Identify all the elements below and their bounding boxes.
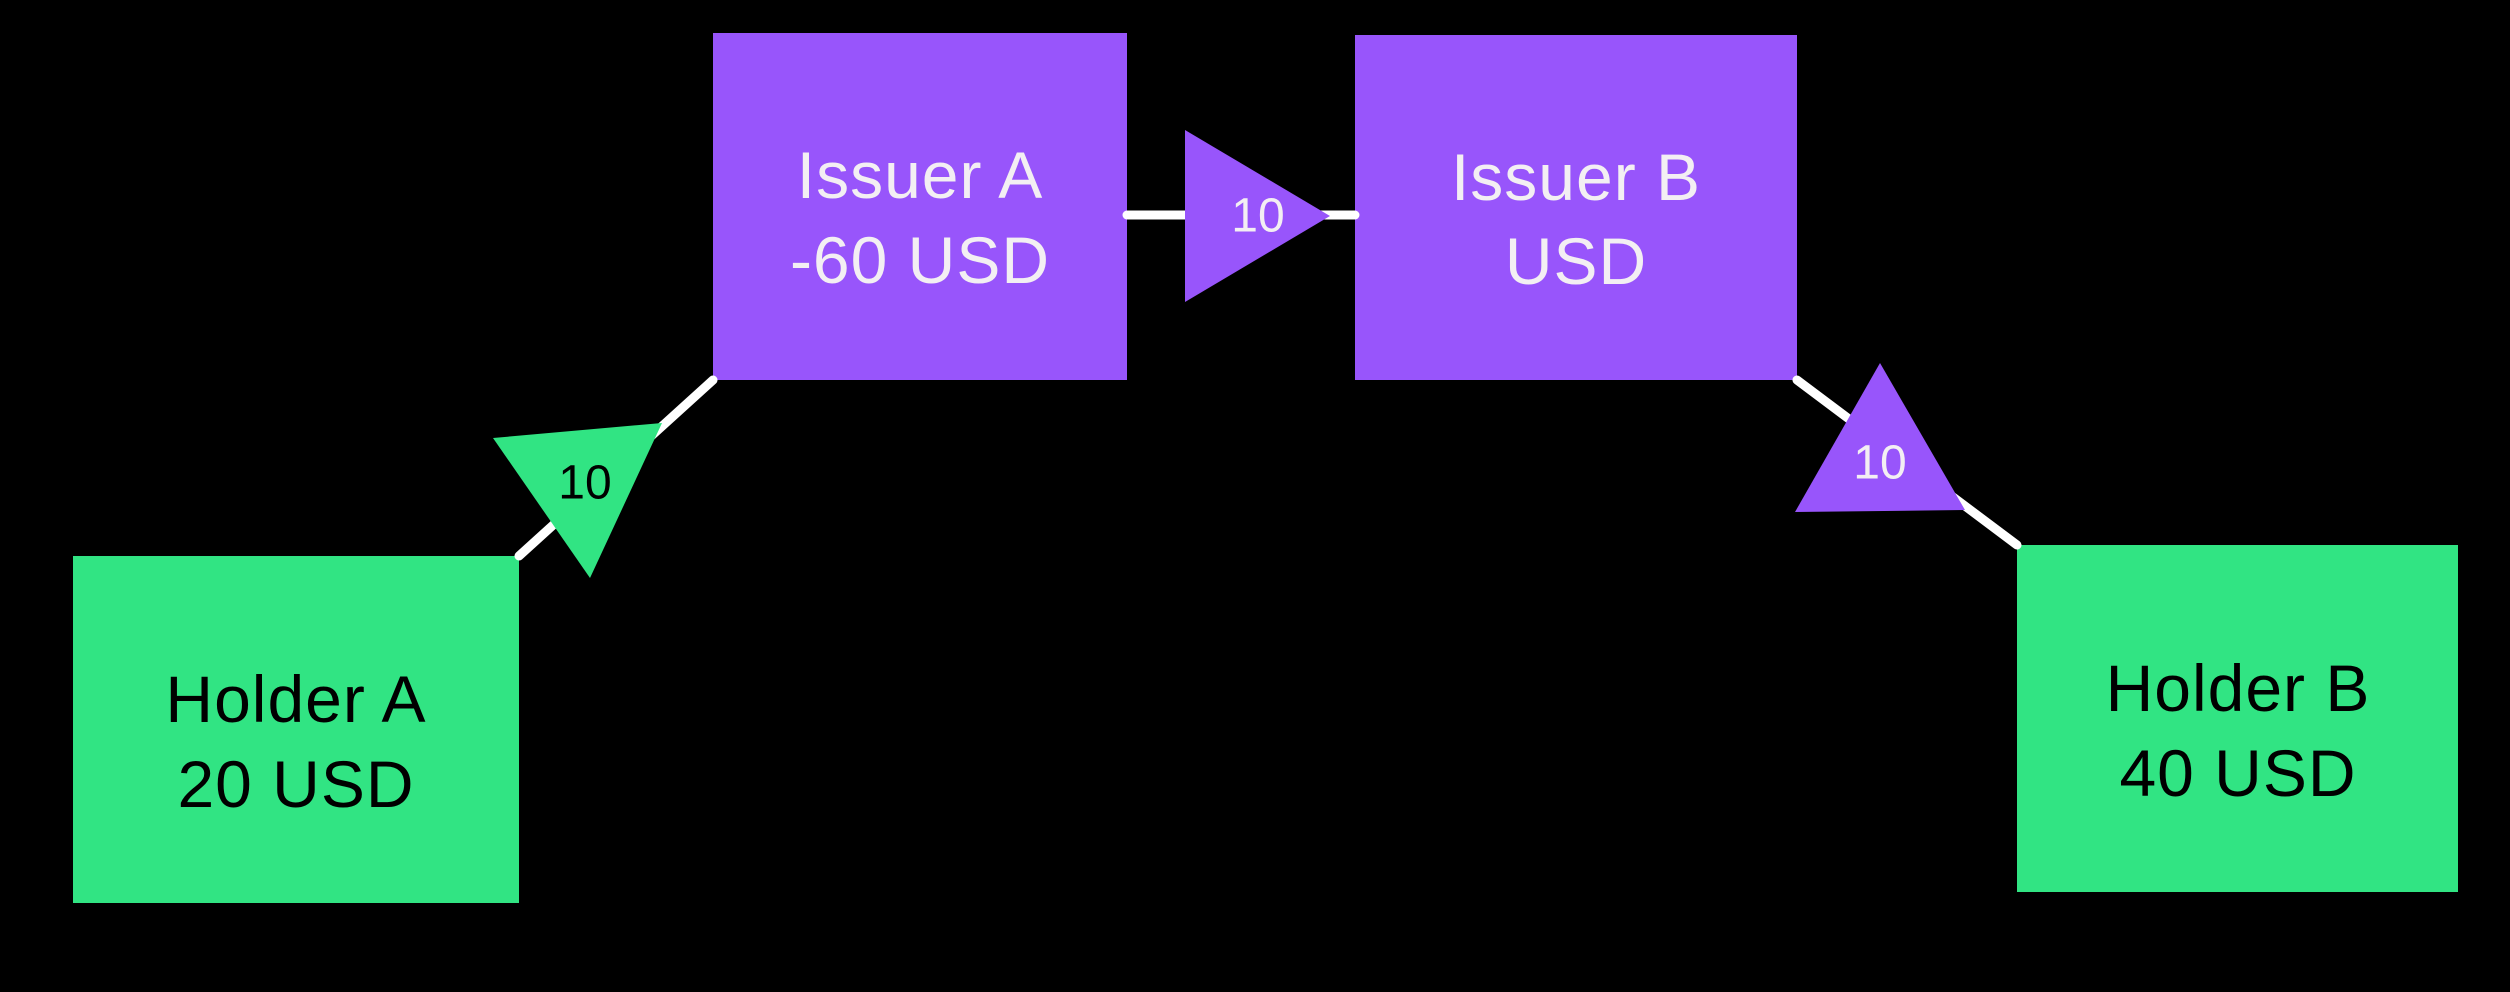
node-holder-b-balance: 40 USD [2119,736,2356,810]
arrowhead-holder-a-issuer-a-icon [493,423,662,578]
arrowhead-issuer-a-issuer-b-icon [1185,130,1330,302]
arrowhead-issuer-b-holder-b-icon [1795,363,1965,512]
node-issuer-b-box [1355,35,1797,380]
edge-amount-holder-a-issuer-a: 10 [558,457,611,510]
node-holder-b-name: Holder B [2106,651,2371,725]
node-holder-b-box [2017,545,2458,892]
edge-amount-issuer-b-holder-b: 10 [1853,437,1906,490]
node-issuer-a-name: Issuer A [797,138,1043,212]
edge-amount-issuer-a-issuer-b: 10 [1231,190,1284,243]
node-issuer-a-balance: -60 USD [790,223,1050,297]
node-holder-a-balance: 20 USD [177,747,414,821]
node-issuer-b-balance: USD [1505,224,1647,298]
node-holder-a-box [73,556,519,903]
node-issuer-a-box [713,33,1127,380]
node-holder-a-name: Holder A [165,662,426,736]
node-issuer-b-name: Issuer B [1451,140,1701,214]
